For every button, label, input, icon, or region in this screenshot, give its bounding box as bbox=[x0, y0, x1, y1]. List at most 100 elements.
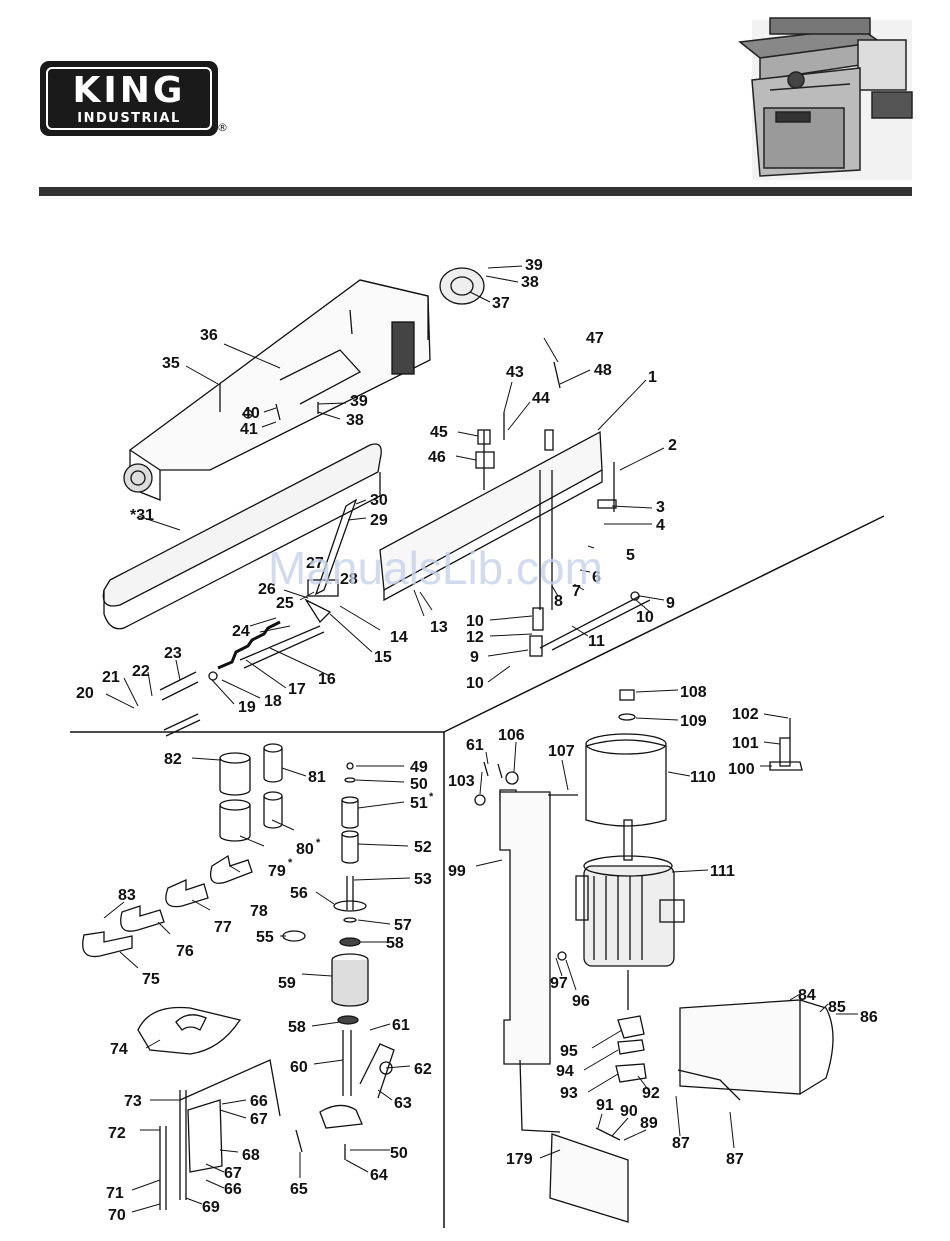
part-label: 10 bbox=[466, 675, 484, 692]
part-label: 46 bbox=[428, 449, 446, 466]
part-label: 86 bbox=[860, 1009, 878, 1026]
part-label: 96 bbox=[572, 993, 590, 1010]
part-label: 41 bbox=[240, 421, 258, 438]
part-label: 66 bbox=[250, 1093, 268, 1110]
part-label: * bbox=[429, 791, 434, 803]
part-label: 21 bbox=[102, 669, 120, 686]
part-label: 8 bbox=[554, 593, 563, 610]
part-label: 58 bbox=[386, 935, 404, 952]
part-label: 91 bbox=[596, 1097, 614, 1114]
part-label: 110 bbox=[690, 769, 716, 786]
part-label: 39 bbox=[525, 257, 543, 274]
part-label: 22 bbox=[132, 663, 150, 680]
part-label: 85 bbox=[828, 999, 846, 1016]
king-industrial-logo: KING INDUSTRIAL bbox=[40, 61, 218, 136]
leader-lines bbox=[103, 265, 858, 1213]
logo-wordmark: KING bbox=[72, 70, 186, 111]
part-label: * bbox=[288, 857, 293, 869]
part-label: 55 bbox=[256, 929, 274, 946]
part-label: 16 bbox=[318, 671, 336, 688]
part-label: 71 bbox=[106, 1185, 124, 1202]
motor-assembly bbox=[474, 689, 834, 1223]
part-label: 99 bbox=[448, 863, 466, 880]
spindle-accessories bbox=[82, 743, 395, 1210]
part-label: 68 bbox=[242, 1147, 260, 1164]
part-label: *31 bbox=[130, 507, 154, 524]
part-label: 48 bbox=[594, 362, 612, 379]
part-label: 51 bbox=[410, 795, 428, 812]
part-label: 3 bbox=[656, 499, 665, 516]
part-label: 5 bbox=[626, 547, 635, 564]
part-label: 67 bbox=[224, 1165, 242, 1182]
part-label: 45 bbox=[430, 424, 448, 441]
part-label: 6 bbox=[592, 569, 601, 586]
part-label: 101 bbox=[732, 735, 759, 752]
part-label: 27 bbox=[306, 555, 324, 572]
part-label: 89 bbox=[640, 1115, 658, 1132]
part-label: 26 bbox=[258, 581, 276, 598]
part-label: 17 bbox=[288, 681, 306, 698]
part-label: 73 bbox=[124, 1093, 142, 1110]
diagram-divider-lines bbox=[70, 515, 885, 1228]
part-label: 109 bbox=[680, 713, 707, 730]
part-label: 10 bbox=[636, 609, 654, 626]
part-label: 87 bbox=[672, 1135, 690, 1152]
part-label: 60 bbox=[290, 1059, 308, 1076]
part-label: 97 bbox=[550, 975, 568, 992]
part-label: 102 bbox=[732, 706, 759, 723]
lower-right-part-labels: 108 109 102 101 100 106 61 107 103 110 9… bbox=[448, 684, 878, 1168]
part-label: 50 bbox=[390, 1145, 408, 1162]
part-label: 38 bbox=[346, 412, 364, 429]
part-label: 28 bbox=[340, 571, 358, 588]
part-label: 67 bbox=[250, 1111, 268, 1128]
part-label: 11 bbox=[588, 633, 605, 650]
part-label: 87 bbox=[726, 1151, 744, 1168]
part-label: 83 bbox=[118, 887, 136, 904]
part-label: 107 bbox=[548, 743, 575, 760]
part-label: 7 bbox=[572, 583, 581, 600]
part-label: 12 bbox=[466, 629, 484, 646]
part-label: 78 bbox=[250, 903, 268, 920]
part-label: 103 bbox=[448, 773, 475, 790]
part-label: 15 bbox=[374, 649, 392, 666]
part-label: 111 bbox=[710, 863, 735, 880]
part-label: 74 bbox=[110, 1041, 128, 1058]
part-label: 79 bbox=[268, 863, 286, 880]
part-label: 65 bbox=[290, 1181, 308, 1198]
part-label: 1 bbox=[648, 369, 657, 386]
part-label: 49 bbox=[410, 759, 428, 776]
part-label: 2 bbox=[668, 437, 677, 454]
part-label: 36 bbox=[200, 327, 218, 344]
part-label: 53 bbox=[414, 871, 432, 888]
part-label: 63 bbox=[394, 1095, 412, 1112]
part-label: 62 bbox=[414, 1061, 432, 1078]
watermark: ManualsLib.com bbox=[268, 542, 603, 594]
part-label: 100 bbox=[728, 761, 755, 778]
part-label: 70 bbox=[108, 1207, 126, 1224]
part-label: 106 bbox=[498, 727, 525, 744]
header-rule bbox=[39, 187, 912, 196]
part-label: 94 bbox=[556, 1063, 574, 1080]
part-label: 18 bbox=[264, 693, 282, 710]
part-label: 61 bbox=[466, 737, 484, 754]
lower-left-part-labels: 82 81 49 50 51 * 52 80 * 79 * 53 78 56 5… bbox=[106, 751, 434, 1224]
part-label: 61 bbox=[392, 1017, 410, 1034]
part-label: 58 bbox=[288, 1019, 306, 1036]
part-label: 59 bbox=[278, 975, 296, 992]
part-label: 50 bbox=[410, 776, 428, 793]
part-label: 38 bbox=[521, 274, 539, 291]
part-label: 69 bbox=[202, 1199, 220, 1216]
part-label: 35 bbox=[162, 355, 180, 372]
part-label: 44 bbox=[532, 390, 550, 407]
belt-housing-assembly bbox=[102, 267, 651, 737]
part-label: 93 bbox=[560, 1085, 578, 1102]
part-label: 29 bbox=[370, 512, 388, 529]
part-label: 76 bbox=[176, 943, 194, 960]
part-label: 64 bbox=[370, 1167, 388, 1184]
part-label: 10 bbox=[466, 613, 484, 630]
part-label: 179 bbox=[506, 1151, 533, 1168]
part-label: 9 bbox=[470, 649, 479, 666]
part-label: 9 bbox=[666, 595, 675, 612]
